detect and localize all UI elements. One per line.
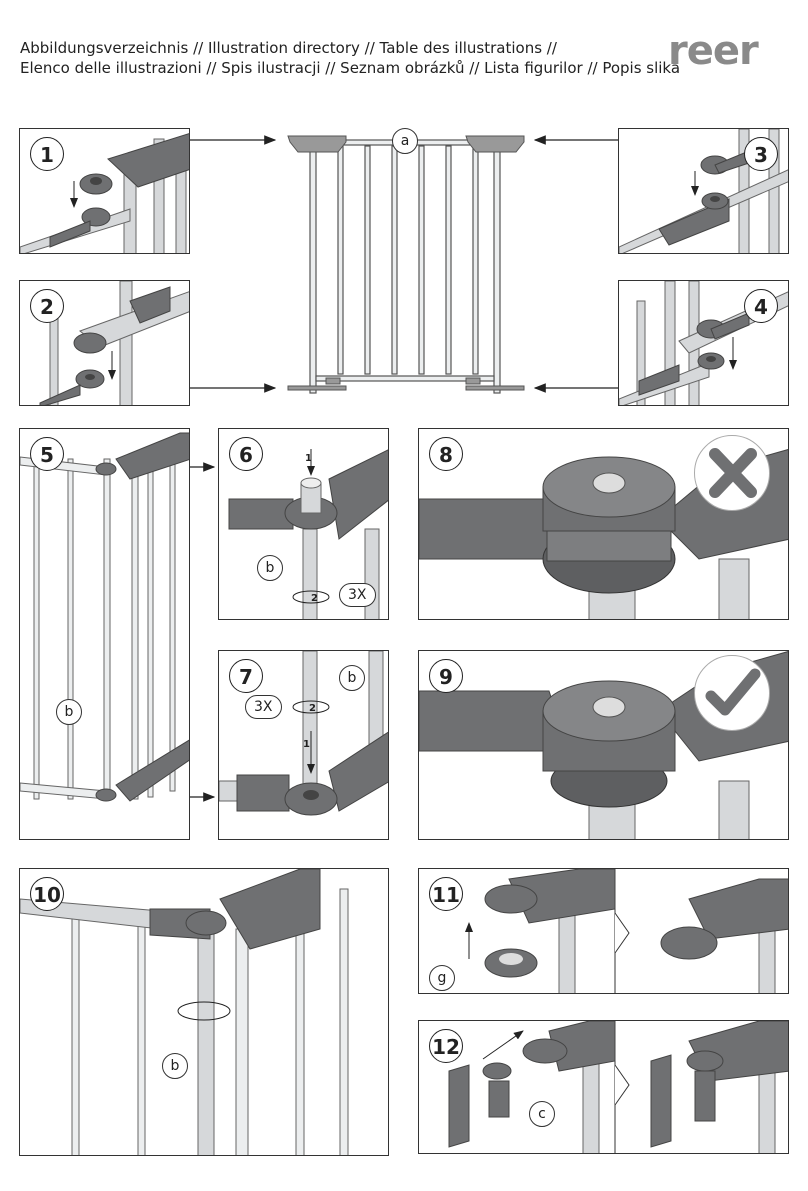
step-5-panel: 5 b — [19, 428, 190, 840]
gate-overview — [280, 128, 530, 408]
step-10-panel: 10 b — [19, 868, 389, 1156]
step-7-number: 7 — [229, 659, 263, 693]
check-icon — [705, 668, 761, 716]
step-10-number: 10 — [30, 877, 64, 911]
step-2-number: 2 — [30, 289, 64, 323]
step-9-number: 9 — [429, 659, 463, 693]
repeat-3x-tag: 3X — [245, 695, 282, 719]
step-11-number: 11 — [429, 877, 463, 911]
label-b: b — [162, 1053, 188, 1079]
label-a: a — [392, 128, 418, 154]
step-4-number: 4 — [744, 289, 778, 323]
step-5-number: 5 — [30, 437, 64, 471]
step-11-panel: 11 g — [418, 868, 789, 994]
step-1-number: 1 — [30, 137, 64, 171]
step-indicator-2: 2 — [311, 593, 318, 604]
step-2-panel: 2 — [19, 280, 190, 406]
step-3-number: 3 — [744, 137, 778, 171]
step-6-number: 6 — [229, 437, 263, 471]
right-indicator — [694, 655, 770, 731]
label-b: b — [56, 699, 82, 725]
step-12-number: 12 — [429, 1029, 463, 1063]
step-indicator-2: 2 — [309, 703, 316, 714]
step-3-panel: 3 — [618, 128, 789, 254]
page-header: Abbildungsverzeichnis // Illustration di… — [20, 38, 681, 78]
label-c: c — [529, 1101, 555, 1127]
label-b: b — [339, 665, 365, 691]
repeat-3x-tag: 3X — [339, 583, 376, 607]
step-8-number: 8 — [429, 437, 463, 471]
wrong-indicator — [694, 435, 770, 511]
step-indicator-1: 1 — [303, 739, 310, 750]
label-b: b — [257, 555, 283, 581]
svg-text:reer: reer — [668, 30, 759, 70]
cross-icon — [709, 448, 757, 498]
step-1-panel: 1 — [19, 128, 190, 254]
header-line-2: Elenco delle illustrazioni // Spis ilust… — [20, 59, 681, 77]
step-9-panel: 9 — [418, 650, 789, 840]
step-4-panel: 4 — [618, 280, 789, 406]
step-12-panel: 12 c — [418, 1020, 789, 1154]
label-g: g — [429, 965, 455, 991]
step-7-panel: 7 1 2 b 3X — [218, 650, 389, 840]
step-8-panel: 8 — [418, 428, 789, 620]
step-6-panel: 6 1 2 b 3X — [218, 428, 389, 620]
step-indicator-1: 1 — [305, 453, 312, 464]
header-line-1: Abbildungsverzeichnis // Illustration di… — [20, 39, 557, 57]
